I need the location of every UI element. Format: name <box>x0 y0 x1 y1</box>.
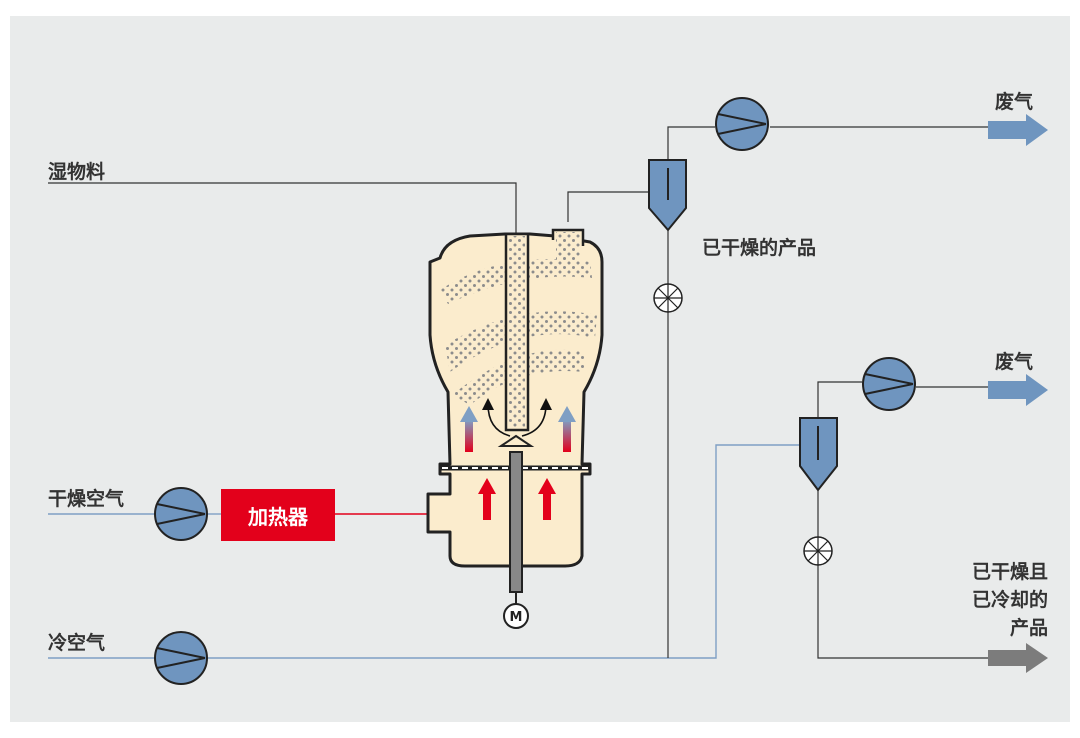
wet-material-line <box>48 182 517 235</box>
exhaust-arrow-1 <box>988 114 1048 146</box>
exhaust-fan-1 <box>715 97 769 151</box>
dried-cooled-label-3: 产品 <box>1009 617 1048 639</box>
cold-air-label: 冷空气 <box>48 632 106 654</box>
flow-arrowhead <box>540 398 552 410</box>
particle-band <box>445 311 597 372</box>
agitator-cone <box>497 434 535 447</box>
motor <box>503 603 529 629</box>
exhaust-fan-2 <box>862 357 916 411</box>
fluid-bed-dryer: M <box>426 228 604 629</box>
hot-air-arrowhead <box>460 406 478 422</box>
vessel-outlet-line <box>567 191 649 222</box>
dried-product-label: 已干燥的产品 <box>702 237 817 259</box>
product-arrow <box>988 643 1048 673</box>
dried-cooled-label-1: 已干燥且 <box>971 561 1048 583</box>
hot-air-arrow <box>563 420 571 452</box>
red-air-arrow <box>543 492 551 520</box>
agitator-shaft <box>509 451 523 593</box>
heater-label: 加热器 <box>248 504 308 529</box>
dried-cooled-label-2: 已冷却的 <box>971 589 1048 611</box>
cyclone2-top-line <box>817 381 862 418</box>
motor-label: M <box>510 610 523 625</box>
exhaust-label-bottom: 废气 <box>995 351 1034 373</box>
wet-material-label: 湿物料 <box>48 161 106 183</box>
rotary-valve-2 <box>803 536 833 566</box>
particle-band <box>440 259 592 304</box>
heater-box: 加热器 <box>221 489 335 541</box>
drying-air-pump <box>154 487 208 541</box>
drying-air-label: 干燥空气 <box>48 488 125 510</box>
hot-air-arrow <box>465 420 473 452</box>
cold-air-pump <box>154 631 208 685</box>
cold-air-main-line <box>207 444 800 659</box>
rotary-valve-1 <box>653 283 683 313</box>
cyclone-2 <box>799 417 838 492</box>
exhaust-label-top: 废气 <box>995 91 1034 113</box>
hot-air-arrowhead <box>558 406 576 422</box>
red-air-arrowhead <box>478 478 496 494</box>
red-air-arrow <box>483 492 491 520</box>
cyclone1-top-line <box>667 126 715 160</box>
feed-pipe-particles <box>509 236 525 428</box>
red-air-arrowhead <box>538 478 556 494</box>
outlet-particles <box>556 232 580 260</box>
flow-arrowhead <box>482 398 494 410</box>
cyclone-1 <box>648 159 687 232</box>
exhaust-arrow-2 <box>988 374 1048 406</box>
